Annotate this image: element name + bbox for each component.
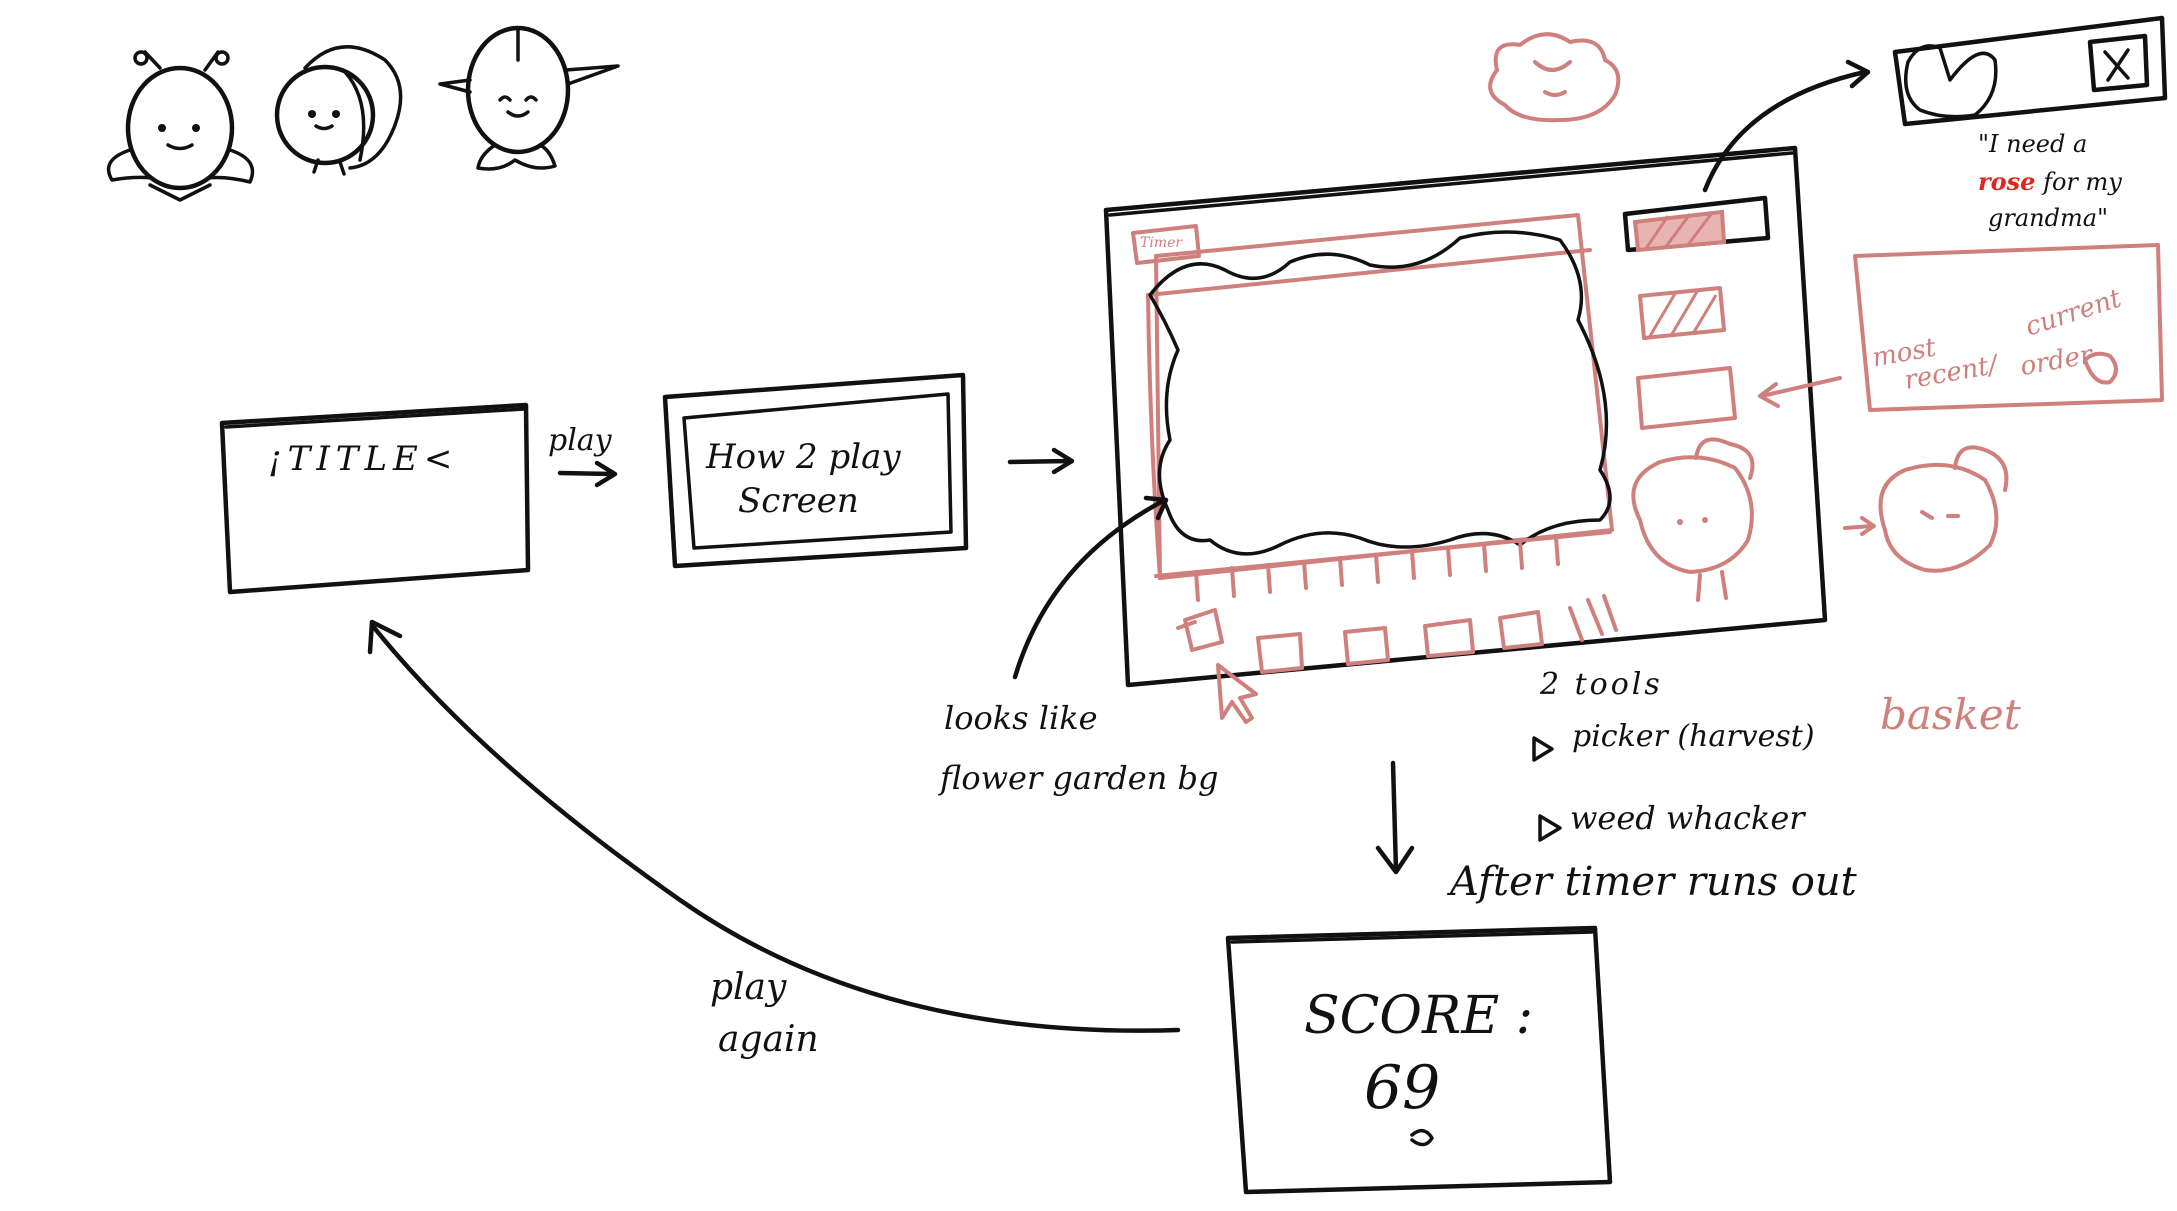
order-slot-3 — [1636, 366, 1737, 430]
quote-highlight-rose: rose — [1978, 167, 2036, 196]
customer-bear-in-game — [1631, 437, 1755, 602]
tool-slots — [1176, 594, 1618, 674]
timer-note: After timer runs out — [1450, 859, 1857, 905]
play-again-line2: again — [718, 1019, 819, 1060]
title-screen-box — [219, 402, 531, 595]
score-label: SCORE : — [1304, 986, 1534, 1046]
customer-bear-leaving — [1878, 445, 2009, 573]
bear-leaves-arrow — [1843, 516, 1876, 536]
cursor-icon — [1216, 663, 1258, 724]
quote-line1: "I need a — [1978, 130, 2088, 158]
order-panel-arrow — [1758, 376, 1842, 408]
score-value: 69 — [1364, 1053, 1441, 1123]
timer-tab-label: Timer — [1140, 235, 1183, 251]
quote-line3: grandma" — [1988, 204, 2109, 232]
tools-heading: 2 tools — [1540, 667, 1663, 702]
tool-1-label: picker (harvest) — [1572, 719, 1815, 754]
basket-label: basket — [1880, 690, 2021, 739]
bee-character-2 — [274, 45, 403, 176]
play-again-line1: play — [710, 967, 787, 1008]
score-screen-box — [1225, 925, 1613, 1195]
quote-line2-rest: for my — [2043, 168, 2122, 196]
bee-character-1 — [106, 50, 255, 202]
order-slot-1 — [1622, 195, 1771, 253]
order-dialog-box — [1892, 15, 2168, 127]
tool-2-label: weed whacker — [1570, 799, 1805, 837]
howto-label-line2: Screen — [738, 481, 859, 521]
customer-character-pink — [1488, 32, 1621, 123]
to-game-arrow — [1007, 447, 1075, 475]
quote-line2: rose for my — [1978, 167, 2122, 196]
current-order-panel — [1853, 243, 2164, 412]
timer-tab — [1131, 224, 1201, 265]
order-slot-2 — [1638, 286, 1726, 340]
garden-play-area — [1146, 213, 1614, 602]
bg-note-line2: flower garden bg — [940, 759, 1219, 797]
play-arrow — [557, 460, 618, 488]
order-dialog-arrow — [1702, 59, 1871, 193]
timer-down-arrow — [1375, 760, 1415, 875]
tool-bullets — [1532, 736, 1562, 842]
bg-note-line1: looks like — [944, 699, 1098, 737]
owl-character — [438, 25, 620, 171]
bg-annotation-arrow — [1012, 495, 1169, 680]
play-again-arrow — [367, 619, 1181, 1033]
title-screen-label: ¡TITLE< — [268, 439, 459, 479]
play-arrow-label: play — [548, 423, 612, 458]
howto-screen-box — [662, 372, 969, 569]
howto-label-line1: How 2 play — [706, 437, 901, 477]
